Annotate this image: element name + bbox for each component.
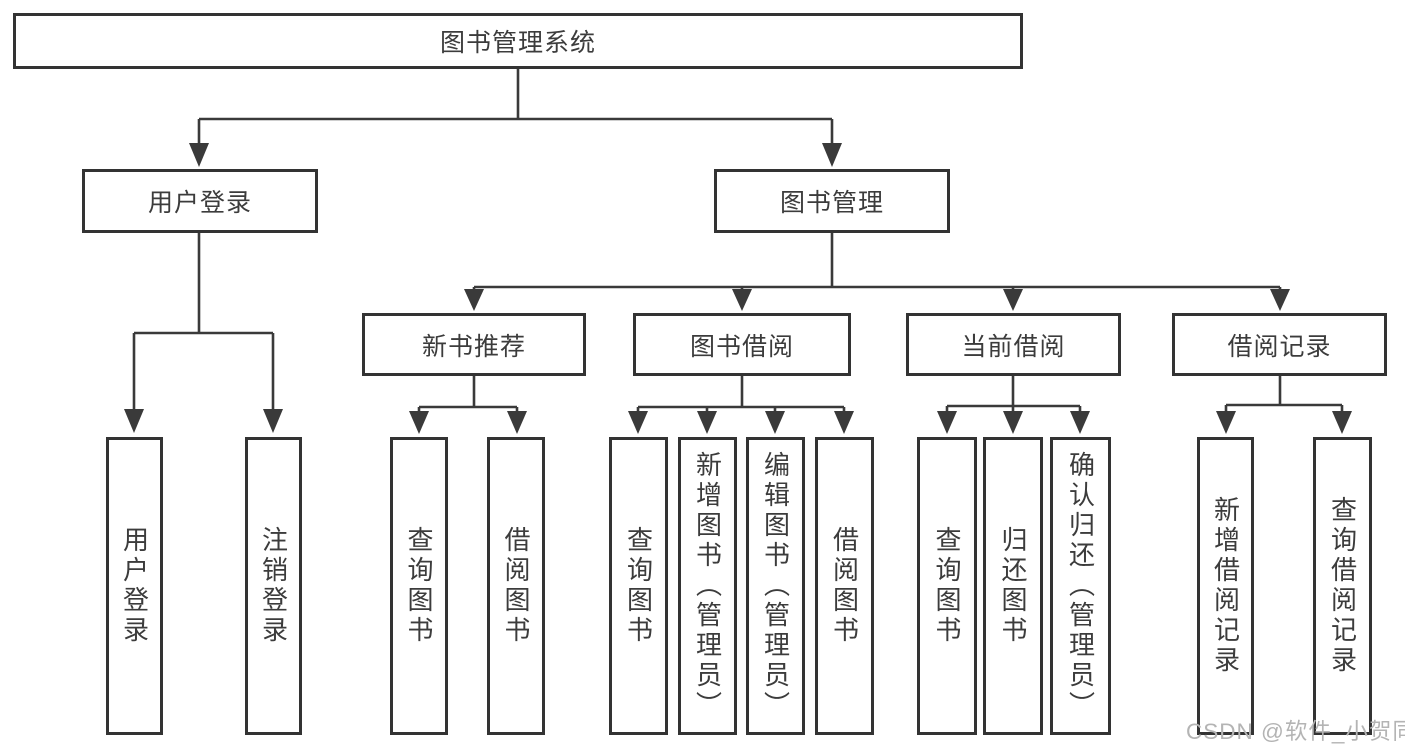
- node-cb-query-books-label: 查询图书: [932, 526, 962, 646]
- node-bb-query-books: 查询图书: [609, 437, 668, 735]
- node-root-label: 图书管理系统: [439, 29, 596, 57]
- node-bb-edit-books-admin-label: 编辑图书（管理员）: [760, 451, 791, 721]
- node-br-query-record-label: 查询借阅记录: [1327, 496, 1358, 676]
- node-root: 图书管理系统: [13, 13, 1023, 69]
- node-nbr-query-books-label: 查询图书: [404, 526, 434, 646]
- node-br-add-record-label: 新增借阅记录: [1210, 496, 1241, 676]
- node-cb-return-books-label: 归还图书: [998, 526, 1028, 646]
- node-new-book-recommend-label: 新书推荐: [421, 332, 526, 361]
- connector-current-borrowing-to-leaves: [937, 376, 1090, 434]
- node-cb-confirm-return-admin: 确认归还（管理员）: [1050, 437, 1111, 735]
- node-user-login-leaf-label: 用户登录: [119, 526, 150, 646]
- node-book-borrowing-label: 图书借阅: [689, 332, 794, 361]
- node-br-query-record: 查询借阅记录: [1313, 437, 1372, 735]
- node-nbr-borrow-books: 借阅图书: [487, 437, 545, 735]
- node-cb-query-books: 查询图书: [917, 437, 977, 735]
- node-cb-confirm-return-admin-label: 确认归还（管理员）: [1065, 451, 1096, 721]
- node-cb-return-books: 归还图书: [983, 437, 1043, 735]
- node-book-management-label: 图书管理: [779, 189, 884, 217]
- node-borrow-records: 借阅记录: [1172, 313, 1387, 376]
- connector-borrow-records-to-leaves: [1216, 376, 1352, 434]
- node-new-book-recommend: 新书推荐: [362, 313, 586, 376]
- node-nbr-query-books: 查询图书: [390, 437, 448, 735]
- node-current-borrowing-label: 当前借阅: [961, 332, 1066, 361]
- watermark: CSDN @软件_小贺同学: [1186, 719, 1405, 744]
- node-bb-borrow-books-label: 借阅图书: [829, 526, 860, 646]
- node-bb-add-books-admin-label: 新增图书（管理员）: [692, 451, 723, 721]
- node-logout-label: 注销登录: [258, 526, 289, 646]
- node-borrow-records-label: 借阅记录: [1227, 332, 1332, 361]
- node-current-borrowing: 当前借阅: [906, 313, 1121, 376]
- node-book-management: 图书管理: [714, 169, 950, 233]
- node-br-add-record: 新增借阅记录: [1197, 437, 1254, 735]
- connector-new-book-recommend-to-leaves: [409, 376, 527, 434]
- connector-book-borrowing-to-leaves: [628, 376, 854, 434]
- node-user-login-leaf: 用户登录: [106, 437, 163, 735]
- connector-user-login-to-leaves: [124, 233, 283, 433]
- node-book-borrowing: 图书借阅: [633, 313, 851, 376]
- connector-book-management-to-level3: [464, 233, 1290, 311]
- node-user-login-label: 用户登录: [147, 189, 252, 217]
- node-bb-borrow-books: 借阅图书: [815, 437, 874, 735]
- node-bb-add-books-admin: 新增图书（管理员）: [678, 437, 737, 735]
- node-nbr-borrow-books-label: 借阅图书: [501, 526, 531, 646]
- node-bb-query-books-label: 查询图书: [623, 526, 654, 646]
- node-user-login: 用户登录: [82, 169, 318, 233]
- node-logout: 注销登录: [245, 437, 302, 735]
- node-bb-edit-books-admin: 编辑图书（管理员）: [746, 437, 805, 735]
- connector-root-to-level2: [189, 69, 842, 167]
